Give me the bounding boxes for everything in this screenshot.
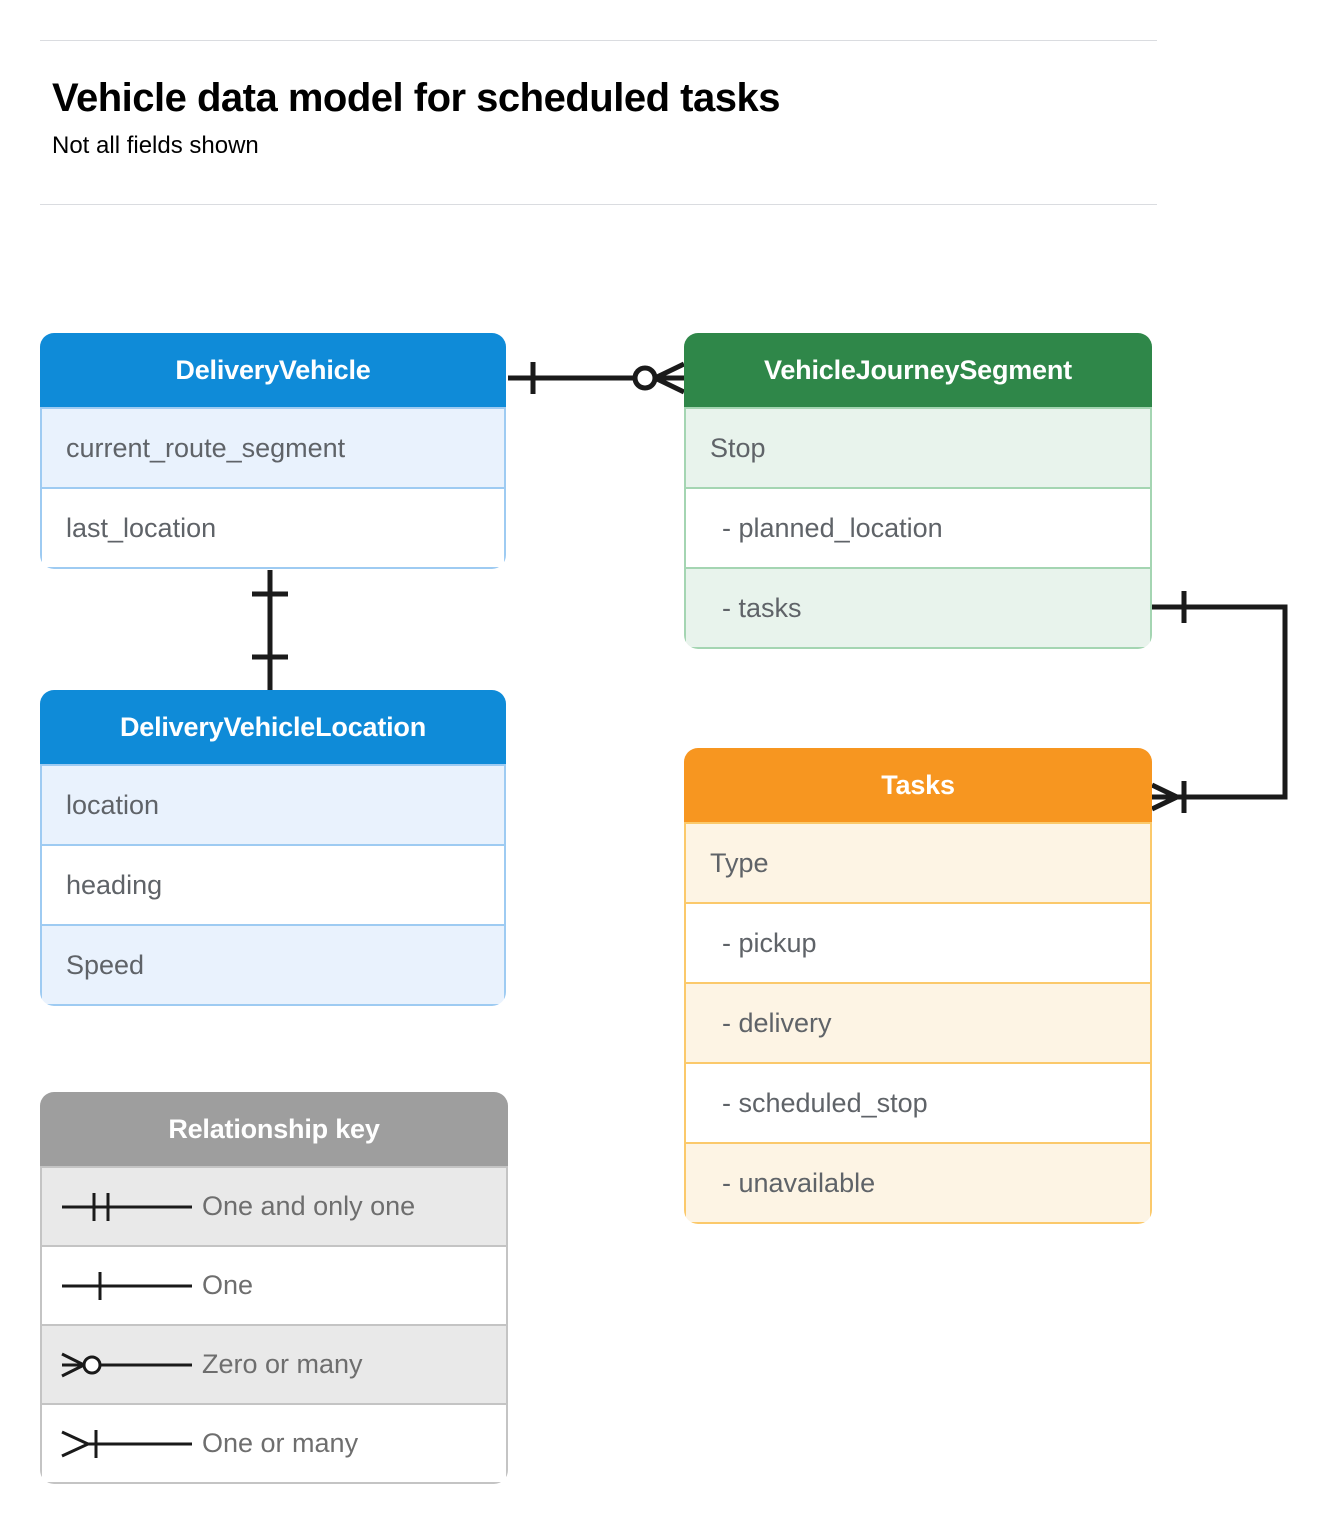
cardinality-crowfoot-upper-vjs xyxy=(653,361,686,381)
legend-row-one-and-only-one: One and only one xyxy=(42,1166,506,1245)
one-or-many-icon xyxy=(42,1424,202,1464)
entity-tasks[interactable]: Tasks Type - pickup - delivery - schedul… xyxy=(684,748,1152,1224)
relationship-key-legend: Relationship key One and only one xyxy=(40,1092,508,1484)
entity-fields-tasks: Type - pickup - delivery - scheduled_sto… xyxy=(684,822,1152,1224)
entity-field-row: - tasks xyxy=(686,567,1150,647)
header-divider-top xyxy=(40,40,1157,41)
legend-header: Relationship key xyxy=(40,1092,508,1166)
one-icon xyxy=(42,1266,202,1306)
cardinality-crowfoot-lower-vjs xyxy=(653,375,686,395)
entity-fields-delivery-vehicle-location: location heading Speed xyxy=(40,764,506,1006)
entity-field-row: - pickup xyxy=(686,902,1150,982)
entity-header-vehicle-journey-segment: VehicleJourneySegment xyxy=(684,333,1152,407)
legend-rows: One and only one One xyxy=(40,1166,508,1484)
zero-or-many-icon xyxy=(42,1345,202,1385)
cardinality-crowfoot-upper-tasks xyxy=(1150,782,1179,800)
entity-header-delivery-vehicle: DeliveryVehicle xyxy=(40,333,506,407)
legend-label: One and only one xyxy=(202,1191,416,1221)
legend-row-zero-or-many: Zero or many xyxy=(42,1324,506,1403)
entity-fields-vehicle-journey-segment: Stop - planned_location - tasks xyxy=(684,407,1152,649)
connector-line-vjs-tasks xyxy=(1152,604,1288,800)
cardinality-zero-circle-vjs xyxy=(632,365,658,391)
page-title: Vehicle data model for scheduled tasks xyxy=(52,76,780,120)
one-and-only-one-icon xyxy=(42,1187,202,1227)
entity-field-row: Type xyxy=(686,822,1150,902)
legend-label: One or many xyxy=(202,1428,359,1458)
entity-header-delivery-vehicle-location: DeliveryVehicleLocation xyxy=(40,690,506,764)
entity-field-row: heading xyxy=(42,844,504,924)
legend-row-one-or-many: One or many xyxy=(42,1403,506,1482)
entity-field-row: - scheduled_stop xyxy=(686,1062,1150,1142)
page-subtitle: Not all fields shown xyxy=(52,132,259,159)
entity-vehicle-journey-segment[interactable]: VehicleJourneySegment Stop - planned_loc… xyxy=(684,333,1152,649)
entity-field-row: - unavailable xyxy=(686,1142,1150,1222)
entity-fields-delivery-vehicle: current_route_segment last_location xyxy=(40,407,506,569)
legend-row-one: One xyxy=(42,1245,506,1324)
entity-field-row: current_route_segment xyxy=(42,407,504,487)
entity-field-row: location xyxy=(42,764,504,844)
entity-field-row: - delivery xyxy=(686,982,1150,1062)
legend-label: Zero or many xyxy=(202,1349,363,1379)
entity-field-row: last_location xyxy=(42,487,504,567)
legend-label: One xyxy=(202,1270,254,1300)
cardinality-crowfoot-lower-tasks xyxy=(1150,794,1179,812)
entity-field-row: Stop xyxy=(686,407,1150,487)
header-divider-bottom xyxy=(40,204,1157,205)
entity-delivery-vehicle[interactable]: DeliveryVehicle current_route_segment la… xyxy=(40,333,506,569)
entity-delivery-vehicle-location[interactable]: DeliveryVehicleLocation location heading… xyxy=(40,690,506,1006)
entity-header-tasks: Tasks xyxy=(684,748,1152,822)
entity-field-row: - planned_location xyxy=(686,487,1150,567)
entity-field-row: Speed xyxy=(42,924,504,1004)
